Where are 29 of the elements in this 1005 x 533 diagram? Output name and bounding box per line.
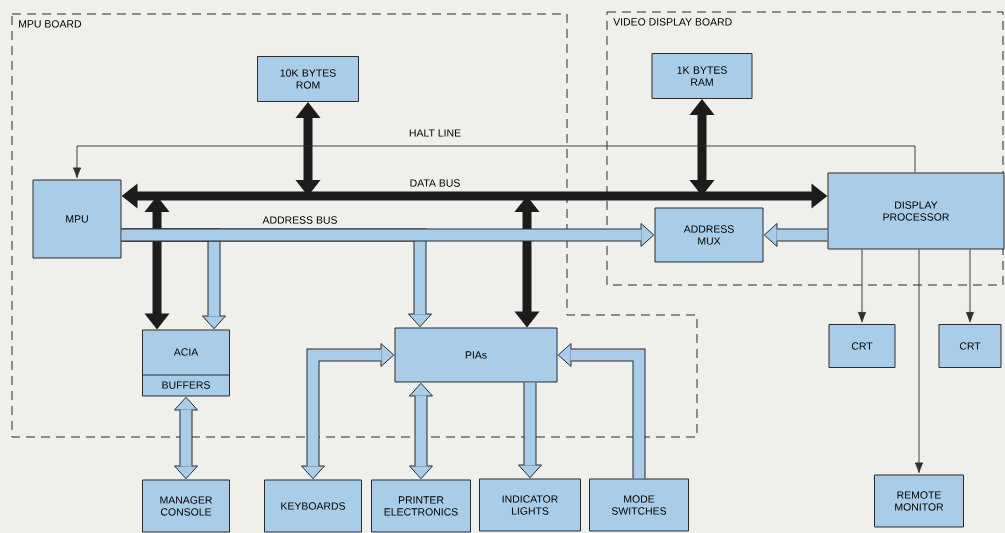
hollow-arrow	[557, 343, 646, 479]
component-box: ADDRESS MUX	[654, 207, 764, 263]
component-box: 10K BYTES ROM	[257, 56, 359, 102]
edge-label: ADDRESS BUS	[262, 216, 337, 224]
signal-line	[857, 249, 867, 323]
signal-line	[72, 145, 916, 179]
hollow-arrow	[174, 396, 198, 480]
component-box: MANAGER CONSOLE	[142, 479, 230, 533]
signal-line	[965, 249, 975, 323]
hollow-arrow	[518, 382, 542, 479]
signal-line	[914, 249, 924, 474]
component-box: REMOTE MONITOR	[874, 474, 964, 528]
component-box: CRT	[938, 324, 1002, 368]
component-box: PRINTER ELECTRONICS	[371, 479, 471, 533]
edge-label: DATA BUS	[410, 179, 460, 187]
component-box: MODE SWITCHES	[589, 478, 689, 532]
component-box: CRT	[828, 324, 896, 368]
hollow-arrow	[301, 343, 395, 480]
edge-label: HALT LINE	[409, 129, 461, 137]
component-box: 1K BYTES RAM	[651, 53, 753, 99]
component-box: PIAs	[394, 327, 558, 383]
hollow-arrow	[409, 382, 433, 480]
hollow-arrow	[763, 223, 828, 247]
component-box: ACIA BUFFERS	[141, 329, 230, 397]
component-box: MPU	[32, 179, 122, 259]
hollow-arrow	[121, 223, 655, 247]
component-box: DISPLAY PROCESSOR	[827, 172, 1005, 250]
component-box: KEYBOARDS	[264, 479, 362, 533]
component-box: INDICATOR LIGHTS	[479, 478, 581, 532]
